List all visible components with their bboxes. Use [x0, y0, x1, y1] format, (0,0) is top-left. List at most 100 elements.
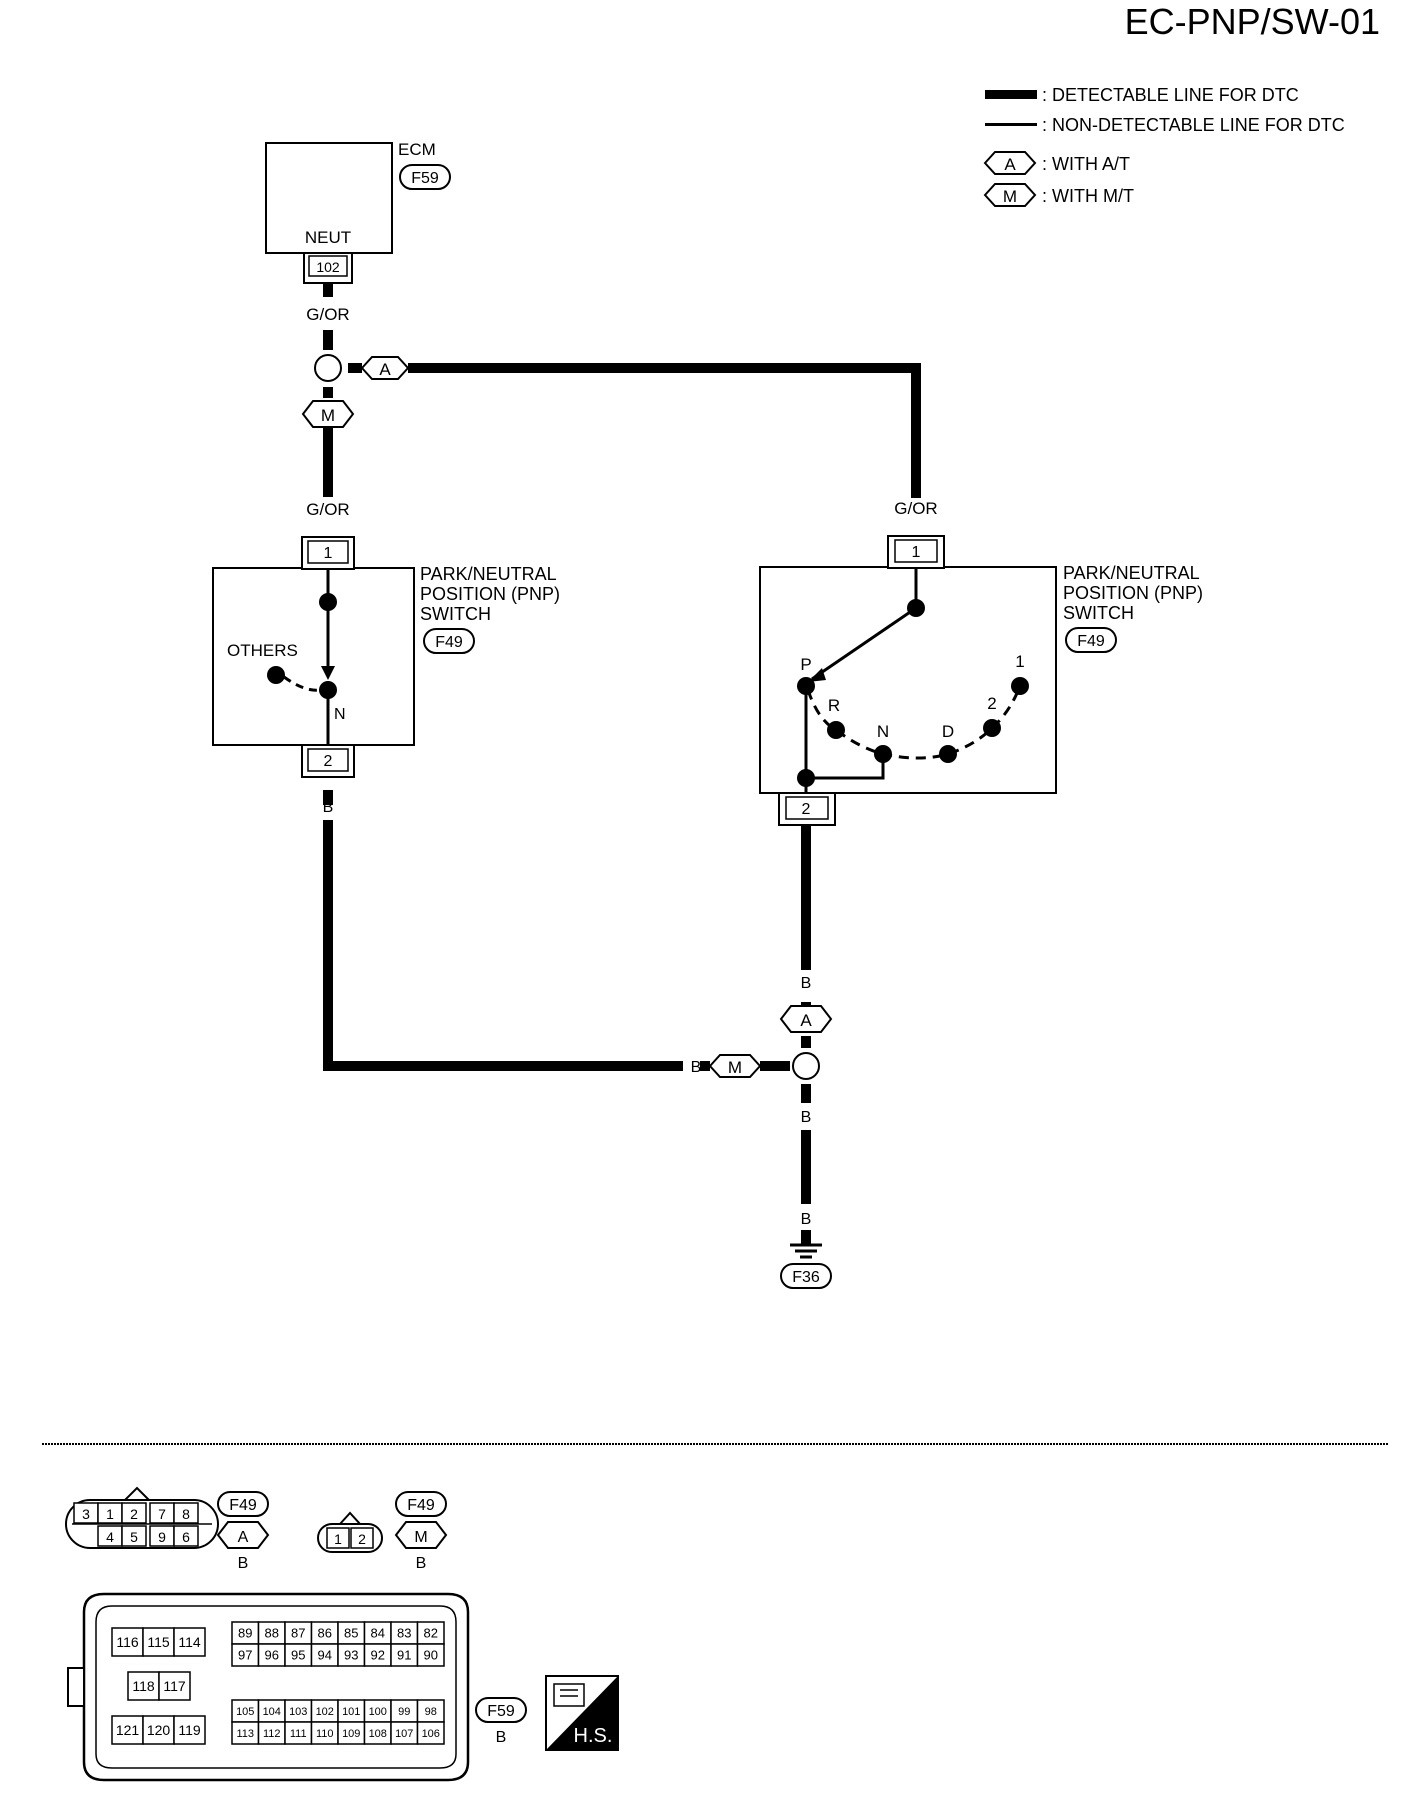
f59-pin-label: 99	[398, 1706, 410, 1718]
upper-junction	[314, 354, 342, 382]
f59-pin-label: 91	[397, 1648, 411, 1663]
f59-pin-label: 110	[316, 1728, 334, 1740]
f59-pin-label: 104	[263, 1706, 281, 1718]
f49-at-pin-2: 2	[130, 1506, 138, 1522]
f49-at-cell-6	[173, 1525, 199, 1547]
f59-pin-cell	[173, 1715, 206, 1745]
at-pos-2-dot	[983, 719, 1001, 737]
f59-color: B	[496, 1729, 507, 1746]
f59-pin-label: 96	[265, 1648, 279, 1663]
at-pin1-box	[894, 539, 938, 563]
upper-a-tag	[360, 356, 410, 380]
f59-pin-label: 116	[116, 1634, 139, 1650]
f49-at-pin-7: 7	[158, 1506, 166, 1522]
at-tag-shape	[983, 151, 1037, 175]
mt-n-label: N	[334, 706, 346, 723]
f49-at-cell-8	[173, 1502, 199, 1524]
wire-color-gor-2: G/OR	[306, 500, 349, 519]
mt-switch-connector-label: F49	[435, 634, 463, 651]
f59-pin-label: 106	[422, 1728, 440, 1740]
at-pivot-dot	[907, 599, 925, 617]
f59-pin-label: 92	[371, 1648, 385, 1663]
f59-pin-label: 87	[291, 1626, 305, 1641]
at-contact-arm	[811, 606, 917, 681]
ecm-block: ECM F59 NEUT 102	[265, 140, 451, 284]
f59-pin-cell	[416, 1643, 445, 1667]
mt-pin2-box	[307, 748, 349, 772]
f59-pin-label: 111	[290, 1728, 307, 1740]
f49-mt-cell-1	[326, 1527, 350, 1549]
f59-pin-cell	[173, 1627, 206, 1657]
at-pos-2-label: 2	[987, 694, 996, 713]
f59-pin-cell	[111, 1715, 144, 1745]
mt-others-dot	[267, 666, 285, 684]
f59-pin-label: 119	[178, 1722, 201, 1738]
f49-mt-tag	[394, 1521, 448, 1549]
f49-mt-pin-1: 1	[334, 1531, 342, 1547]
f59-pin-label: 101	[342, 1706, 360, 1718]
f59-pin-label: 82	[424, 1626, 438, 1641]
mt-arrow-head	[321, 666, 335, 680]
upper-m-tag	[301, 400, 355, 428]
f49-mt-badge	[395, 1491, 447, 1517]
at-pos-d-dot	[939, 745, 957, 763]
at-switch-title-1: PARK/NEUTRAL	[1063, 563, 1200, 583]
hs-label: H.S.	[574, 1725, 613, 1747]
mt-pin1-label: 1	[324, 545, 333, 562]
f59-pin-label: 121	[116, 1722, 140, 1738]
f59-pin-label: 120	[147, 1722, 171, 1738]
wire-color-b-3: B	[801, 975, 812, 992]
ground-symbol: F36	[780, 1230, 832, 1289]
f49-at-color: B	[238, 1555, 249, 1572]
f49-at-pin-6: 6	[182, 1529, 190, 1545]
at-pos-n-label: N	[877, 722, 889, 741]
harness-side-icon: H.S.	[545, 1675, 619, 1751]
at-arrow-head	[808, 668, 826, 682]
f49-mt-tag-letter: M	[414, 1529, 427, 1546]
legend-mt-label: : WITH M/T	[1042, 186, 1134, 206]
f59-pin-label: 93	[344, 1648, 358, 1663]
f59-pin-label: 84	[371, 1626, 385, 1641]
wire-color-b-1: B	[323, 799, 334, 816]
lower-junction	[792, 1052, 820, 1080]
at-common-dot	[797, 769, 815, 787]
f49-at-pin-5: 5	[130, 1529, 138, 1545]
detectable-wires	[323, 283, 921, 1204]
detectable-line-swatch	[985, 90, 1037, 99]
at-pin1-label: 1	[912, 544, 921, 561]
wire-to-at-switch	[408, 363, 921, 498]
f59-pin-label: 112	[263, 1728, 281, 1740]
at-tag-letter: A	[1004, 155, 1016, 174]
f59-pin-label: 98	[425, 1706, 437, 1718]
f49-at-key	[122, 1486, 152, 1501]
at-pos-1-dot	[1011, 677, 1029, 695]
wire-color-gor-1: G/OR	[306, 305, 349, 324]
at-pnp-switch: 1 2 P R N D 2 1 PARK/NEUTRAL POSITION (P…	[759, 535, 1203, 870]
at-switch-title-2: POSITION (PNP)	[1063, 583, 1203, 603]
f59-name: F59	[487, 1703, 515, 1720]
f59-pin-label: 109	[342, 1728, 360, 1740]
f59-pin-cell	[142, 1715, 175, 1745]
ground-connector-label: F36	[792, 1269, 820, 1286]
non-detectable-line-swatch	[985, 123, 1037, 126]
f49-at-badge	[217, 1491, 269, 1517]
at-pos-p-dot	[797, 677, 815, 695]
f49-at-pin-1: 1	[106, 1506, 114, 1522]
wire-color-b-4: B	[691, 1059, 702, 1076]
f59-pin-label: 97	[238, 1648, 252, 1663]
mt-others-dash	[283, 675, 321, 692]
f59-pin-label: 100	[369, 1706, 387, 1718]
at-pin2-label: 2	[802, 801, 811, 818]
at-pin2-box	[785, 796, 829, 820]
connector-f49-mt-face: 1 2 F49 M B	[317, 1491, 448, 1572]
f59-pin-label: 94	[318, 1648, 332, 1663]
f59-latch	[67, 1667, 85, 1707]
f49-mt-cell-2	[350, 1527, 374, 1549]
ground-connector-badge	[780, 1263, 832, 1289]
upper-a-tag-letter: A	[379, 360, 391, 379]
f59-pin-label: 90	[424, 1648, 438, 1663]
ecm-box	[265, 142, 393, 254]
lower-m-tag	[708, 1054, 762, 1078]
mt-switch-title-2: POSITION (PNP)	[420, 584, 560, 604]
